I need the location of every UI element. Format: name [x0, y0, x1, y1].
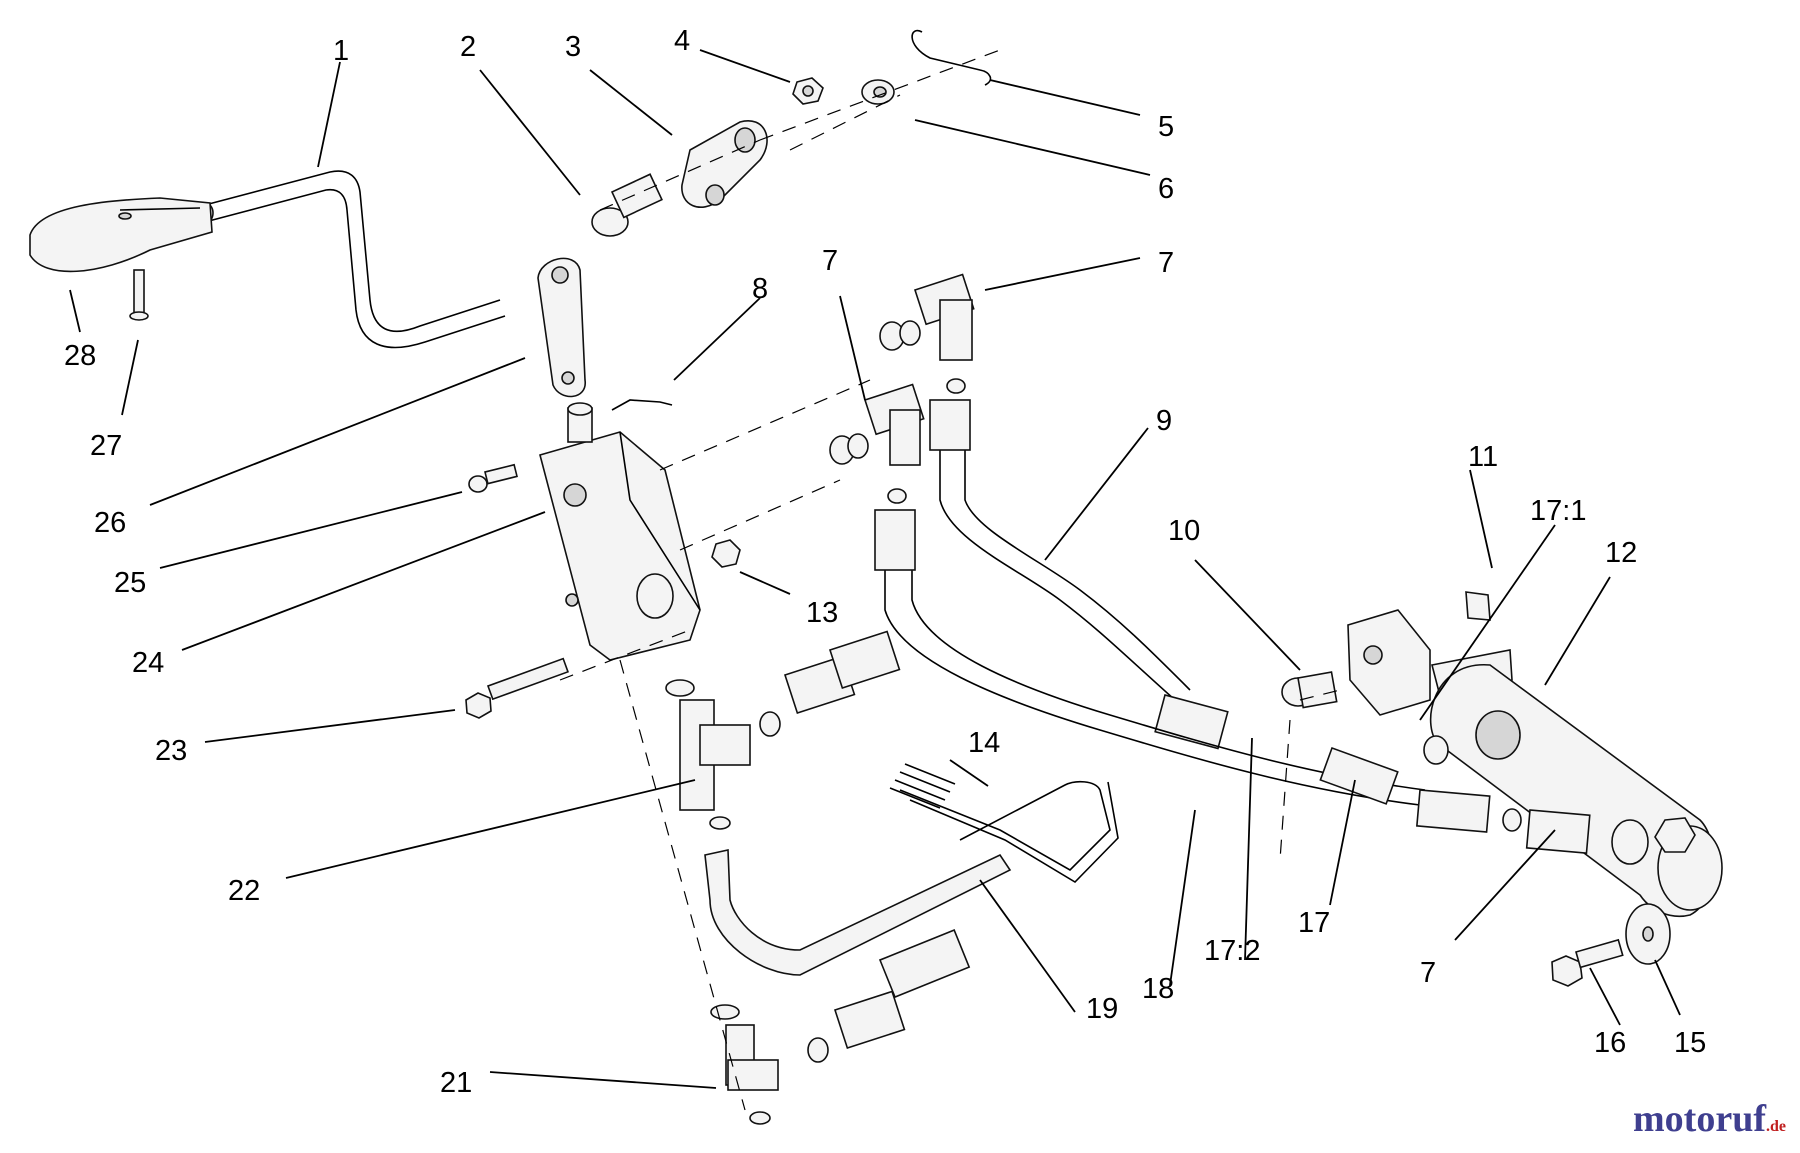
callout-3: 3 [565, 31, 581, 63]
callout-7a: 7 [1158, 247, 1174, 279]
callout-15: 15 [1674, 1027, 1706, 1059]
part-bolt-23 [465, 657, 569, 719]
part-lever-handle [29, 170, 506, 349]
callout-28: 28 [64, 340, 96, 372]
callout-25: 25 [114, 567, 146, 599]
leader-lines [69, 49, 1681, 1089]
callout-13: 13 [806, 597, 838, 629]
callout-11: 11 [1468, 441, 1498, 473]
callout-4: 4 [674, 25, 690, 57]
part-elbow-fitting-21 [710, 928, 971, 1125]
watermark-logo: motoruf.de [1633, 1097, 1786, 1141]
callout-14: 14 [968, 727, 1000, 759]
callout-22: 22 [228, 875, 260, 907]
part-elbow-fitting-mid [829, 383, 925, 504]
part-tee-fitting-22 [665, 630, 1012, 976]
watermark-tld: .de [1766, 1118, 1786, 1135]
callouts: 1 2 3 4 5 6 7 7 8 9 10 11 12 13 14 15 16… [64, 25, 1706, 1099]
callout-6: 6 [1158, 173, 1174, 205]
part-bolt-16 [1551, 938, 1624, 987]
callout-17-2: 17:2 [1204, 935, 1260, 967]
callout-1: 1 [333, 35, 349, 67]
callout-24: 24 [132, 647, 164, 679]
callout-18: 18 [1142, 973, 1174, 1005]
callout-12: 12 [1605, 537, 1637, 569]
callout-19: 19 [1086, 993, 1118, 1025]
part-nut-13 [711, 539, 741, 568]
part-washer-15 [1625, 903, 1671, 965]
callout-17-1: 17:1 [1530, 495, 1586, 527]
callout-23: 23 [155, 735, 187, 767]
part-hose-9 [929, 399, 1229, 750]
part-hose-18 [874, 509, 1491, 833]
callout-10: 10 [1168, 515, 1200, 547]
part-screw-27 [129, 269, 149, 321]
part-elbow-fitting-top [879, 273, 975, 394]
part-cylinder-assembly [1281, 591, 1723, 917]
callout-26: 26 [94, 507, 126, 539]
watermark-brand: motoruf [1633, 1098, 1766, 1140]
part-spring-rod [889, 763, 1119, 884]
callout-2: 2 [460, 31, 476, 63]
callout-5: 5 [1158, 111, 1174, 143]
part-pivot-plate [537, 257, 586, 398]
callout-21: 21 [440, 1067, 472, 1099]
part-valve-body [539, 402, 701, 661]
callout-7b: 7 [822, 245, 838, 277]
callout-9: 9 [1156, 405, 1172, 437]
callout-17: 17 [1298, 907, 1330, 939]
part-cotter-pin [611, 399, 673, 411]
callout-7c: 7 [1420, 957, 1436, 989]
callout-27: 27 [90, 430, 122, 462]
part-bolt-25 [468, 463, 518, 493]
part-pivot-assembly [591, 29, 992, 237]
callout-16: 16 [1594, 1027, 1626, 1059]
callout-8: 8 [752, 273, 768, 305]
